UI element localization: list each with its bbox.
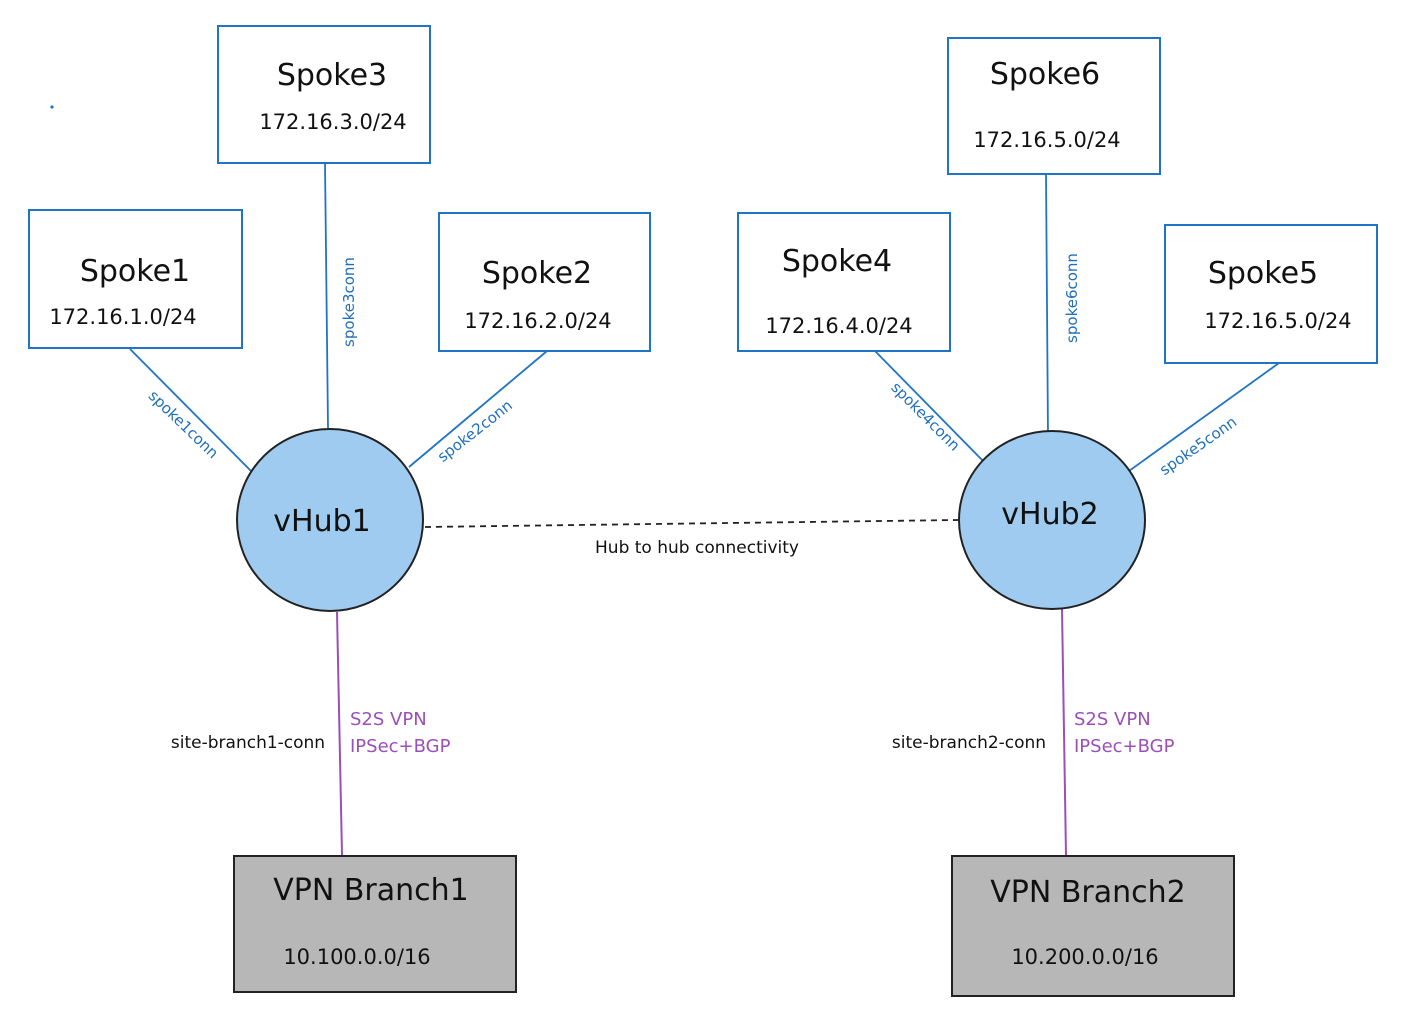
spoke-6-conn-label: spoke6conn xyxy=(1063,253,1081,343)
vpn-branch-2[interactable]: VPN Branch2 10.200.0.0/16 xyxy=(951,855,1235,997)
spoke-6-name: Spoke6 xyxy=(990,57,1100,92)
spoke-3-name: Spoke3 xyxy=(277,58,387,93)
link-branch2 xyxy=(1061,608,1067,856)
spoke-1[interactable]: Spoke1 172.16.1.0/24 xyxy=(28,209,243,349)
spoke-6[interactable]: Spoke6 172.16.5.0/24 xyxy=(947,37,1161,175)
spoke-5-subnet: 172.16.5.0/24 xyxy=(1204,309,1351,333)
spoke-4[interactable]: Spoke4 172.16.4.0/24 xyxy=(737,212,951,352)
spoke-2[interactable]: Spoke2 172.16.2.0/24 xyxy=(438,212,651,352)
branch-2-conn-label: site-branch2-conn xyxy=(892,733,1046,753)
spoke-3[interactable]: Spoke3 172.16.3.0/24 xyxy=(217,25,431,164)
branch-2-vpn-line1: S2S VPN xyxy=(1074,709,1151,730)
spoke-1-subnet: 172.16.1.0/24 xyxy=(49,305,196,329)
spoke-links xyxy=(129,162,1280,474)
spoke-5-name: Spoke5 xyxy=(1208,256,1318,291)
link-spoke6 xyxy=(1045,171,1049,438)
vpn-branch-2-subnet: 10.200.0.0/16 xyxy=(1011,945,1158,969)
branch-1-vpn-line2: IPSec+BGP xyxy=(350,736,451,757)
spoke-3-conn-label: spoke3conn xyxy=(340,257,358,347)
link-spoke4 xyxy=(874,350,988,466)
vhub-2[interactable]: vHub2 xyxy=(958,430,1146,610)
spoke-2-subnet: 172.16.2.0/24 xyxy=(464,309,611,333)
spoke-4-conn-label: spoke4conn xyxy=(887,378,963,454)
link-spoke3 xyxy=(324,162,329,429)
spoke-2-name: Spoke2 xyxy=(482,256,592,291)
link-spoke1 xyxy=(129,348,254,474)
link-spoke5 xyxy=(1128,362,1280,472)
stray-dot xyxy=(50,105,54,109)
hub-to-hub-link xyxy=(424,519,959,528)
spoke-4-name: Spoke4 xyxy=(782,244,892,279)
vhub-2-label: vHub2 xyxy=(1001,497,1098,532)
vpn-branch-2-name: VPN Branch2 xyxy=(990,875,1186,910)
link-spoke2 xyxy=(408,350,548,468)
spoke-3-subnet: 172.16.3.0/24 xyxy=(259,110,406,134)
branch-2-vpn-line2: IPSec+BGP xyxy=(1074,736,1175,757)
vpn-branch-1[interactable]: VPN Branch1 10.100.0.0/16 xyxy=(233,855,517,993)
vhub-1[interactable]: vHub1 xyxy=(236,428,424,612)
spoke-1-conn-label: spoke1conn xyxy=(145,387,222,462)
branch-1-conn-label: site-branch1-conn xyxy=(171,733,325,753)
vpn-branch-1-name: VPN Branch1 xyxy=(273,873,469,908)
spoke-6-subnet: 172.16.5.0/24 xyxy=(973,128,1120,152)
spoke-1-name: Spoke1 xyxy=(80,254,190,289)
spoke-5-conn-label: spoke5conn xyxy=(1156,413,1240,479)
spoke-2-conn-label: spoke2conn xyxy=(434,396,516,466)
link-branch1 xyxy=(336,611,343,856)
vpn-branch-1-subnet: 10.100.0.0/16 xyxy=(283,945,430,969)
hub-link-label: Hub to hub connectivity xyxy=(595,538,799,558)
vpn-links xyxy=(336,608,1067,856)
spoke-4-subnet: 172.16.4.0/24 xyxy=(765,314,912,338)
vhub-1-label: vHub1 xyxy=(273,504,370,539)
branch-1-vpn-line1: S2S VPN xyxy=(350,709,427,730)
spoke-5[interactable]: Spoke5 172.16.5.0/24 xyxy=(1164,224,1378,364)
